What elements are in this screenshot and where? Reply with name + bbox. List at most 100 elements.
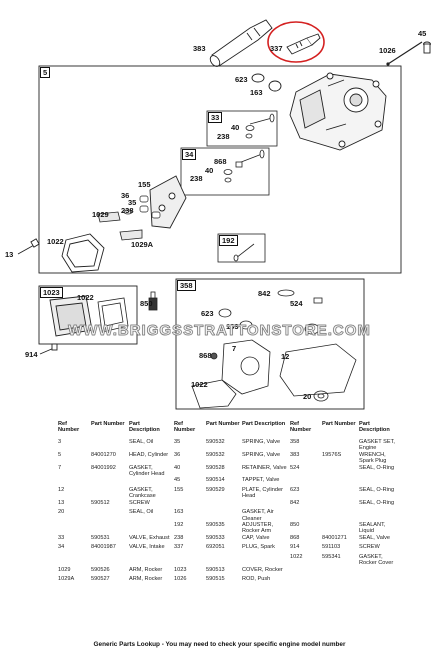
table-cell [359, 509, 403, 522]
table-cell: 13 [58, 499, 65, 506]
table-cell [206, 509, 242, 522]
callout-40-b: 40 [205, 166, 214, 175]
table-cell [359, 567, 403, 577]
callout-868-b: 868 [199, 351, 212, 360]
table-cell: 591103 [322, 544, 341, 551]
callout-1022-a: 1022 [47, 237, 64, 246]
table-cell [290, 509, 322, 522]
table-cell: 383 [290, 451, 300, 458]
callout-20: 20 [303, 392, 312, 401]
table-cell [242, 554, 290, 567]
table-cell: SEAL, O-Ring [359, 464, 395, 471]
table-cell [322, 509, 359, 522]
table-cell: 20 [58, 509, 65, 516]
callout-238-a: 238 [217, 132, 230, 141]
table-cell [290, 477, 322, 487]
table-cell: 842 [290, 499, 300, 506]
rocker-arms [97, 211, 143, 241]
table-cell: SEAL, O-Ring [359, 486, 395, 493]
cylinder-head-box [38, 65, 402, 274]
table-cell: 163 [174, 509, 184, 516]
watermark: WWW.BRIGGSSTRATTONSTORE.COM [68, 322, 371, 340]
callout-33: 33 [208, 112, 223, 123]
callout-842: 842 [258, 289, 271, 298]
table-cell [242, 500, 290, 510]
callout-192: 192 [219, 235, 238, 246]
table-cell: 914 [290, 544, 300, 551]
callout-1022-c: 1022 [191, 380, 208, 389]
table-cell: TAPPET, Valve [242, 477, 280, 484]
header-part-number-3: Part Number [322, 421, 356, 427]
table-cell [290, 567, 322, 577]
table-cell [174, 554, 206, 567]
table-cell [322, 567, 359, 577]
callout-45: 45 [418, 29, 427, 38]
table-cell: SCREW [359, 544, 380, 551]
table-cell: HEAD, Cylinder [129, 451, 169, 458]
table-cell: RETAINER, Valve [242, 464, 287, 471]
table-cell [91, 522, 129, 535]
table-cell: GASKET, Air Cleaner [242, 509, 274, 522]
callout-238-c: 238 [121, 206, 134, 215]
diagram-drawing [17, 19, 431, 410]
table-cell: 590528 [206, 464, 225, 471]
table-cell: 590512 [91, 499, 110, 506]
table-cell: ROD, Push [242, 576, 271, 583]
rocker-cover [49, 295, 93, 337]
callout-1029a: 1029A [131, 240, 154, 249]
table-cell [322, 576, 359, 586]
table-cell: 590513 [206, 566, 225, 573]
valve-springs [123, 195, 161, 219]
callout-1026: 1026 [379, 46, 396, 55]
table-cell: SEAL, Oil [129, 509, 154, 516]
callout-358: 358 [177, 280, 196, 291]
callout-383: 383 [193, 44, 206, 53]
table-cell: 84001987 [91, 544, 116, 551]
callout-623-b: 623 [201, 309, 214, 318]
callout-238-b: 238 [190, 174, 203, 183]
rocker-cover-gasket [61, 233, 105, 273]
table-cell: 590532 [206, 439, 225, 445]
table-cell: 590535 [206, 522, 225, 529]
table-cell: CAP, Valve [242, 534, 270, 541]
screw-13 [17, 238, 40, 255]
callout-163-b: 163 [226, 322, 239, 331]
table-cell [322, 439, 359, 452]
table-cell: 868 [290, 534, 300, 541]
table-cell: PLUG, Spark [242, 544, 275, 551]
table-cell [58, 554, 91, 567]
table-cell: 5 [58, 451, 62, 458]
callout-5: 5 [40, 67, 51, 78]
table-cell: 3 [58, 439, 62, 445]
table-cell: GASKET, Cylinder Head [129, 464, 165, 478]
callout-850: 850 [140, 299, 153, 308]
table-cell: 358 [290, 439, 300, 445]
spark-plug [286, 33, 321, 55]
callout-155: 155 [138, 180, 151, 189]
footer-note: Generic Parts Lookup - You may need to c… [93, 641, 346, 648]
table-cell [91, 554, 129, 567]
table-cell [91, 509, 129, 522]
table-cell: 192 [174, 522, 184, 529]
table-cell: WRENCH, Spark Plug [359, 451, 387, 465]
exploded-parts-diagram: 383 337 45 1026 5 623 163 33 40 238 34 8… [5, 19, 431, 410]
table-cell: 34 [58, 544, 65, 551]
table-cell: ADJUSTER, Rocker Arm [242, 522, 274, 535]
sealant-tube [148, 291, 158, 311]
screw-914 [39, 343, 58, 355]
table-cell: 590533 [206, 534, 225, 541]
exhaust-valve-group [245, 113, 275, 139]
table-cell [58, 477, 91, 487]
callout-36: 36 [121, 191, 130, 200]
table-cell [206, 500, 242, 510]
callout-1022-b: 1022 [77, 293, 94, 302]
table-cell: 84001992 [91, 464, 116, 471]
table-cell: 84001271 [322, 534, 347, 541]
intake-valve-group [223, 149, 265, 183]
table-cell: COVER, Rocker [242, 566, 283, 573]
table-cell: GASKET, Rocker Cover [359, 553, 394, 567]
